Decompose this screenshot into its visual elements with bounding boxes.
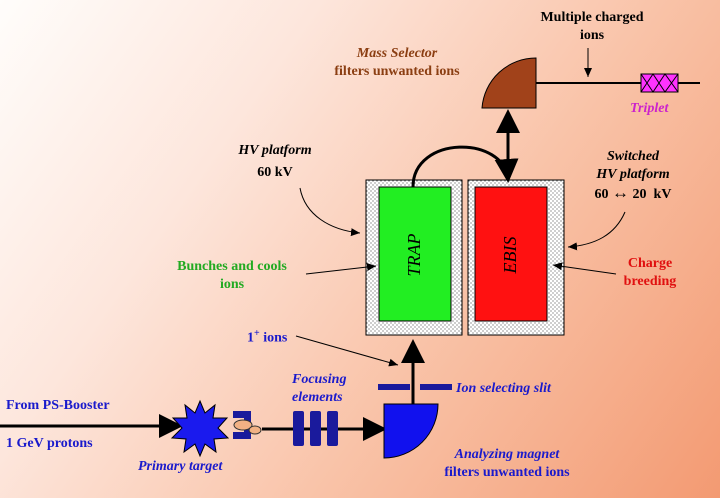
ion-source-icon [233,411,262,439]
hv-platform-label: HV platform 60 kV [220,142,330,182]
mass-selector-label: Mass Selector filters unwanted ions [307,45,487,81]
charge-line2: breeding [623,274,677,289]
trap-label: TRAP [404,233,424,277]
mass-selector-subtitle: filters unwanted ions [334,64,460,79]
mass-selector-title: Mass Selector [356,46,438,61]
triplet-label: Triplet [630,101,669,116]
hv-platform-pointer [299,187,361,237]
bunches-line1: Bunches and cools [177,259,287,274]
switched-line1: Switched [606,149,660,164]
one-plus-main: 1 [247,330,254,346]
switched-hv-platform-label: Switched HV platform 60 ↔ 20 kV [578,148,688,204]
bunches-pointer [305,263,377,275]
bunches-cools-label: Bunches and cools ions [162,258,302,294]
trap-box [378,186,452,322]
analyzing-magnet-label: Analyzing magnet filters unwanted ions [422,446,592,482]
switched-double-arrow: ↔ [612,183,630,202]
from-ps-booster-label: From PS-Booster [6,398,110,413]
charge-breeding-pointer [552,262,617,275]
one-plus-rest: ions [259,330,288,346]
switched-right-value: 20 kV [632,187,672,202]
switched-line2: HV platform [596,167,670,182]
focusing-elements-label: Focusing elements [292,371,346,407]
hv-platform-voltage: 60 kV [257,165,293,180]
switched-hv-pointer [567,211,626,251]
triplet-icon [640,73,679,93]
ion-selecting-slit-icon [378,384,452,390]
charge-breeding-label: Charge breeding [610,255,690,291]
multiple-charged-line2: ions [579,28,605,43]
analyzing-magnet-icon [383,403,439,459]
switched-voltage: 60 ↔ 20 kV [578,184,688,204]
one-plus-ions-pointer [295,335,399,367]
switched-left-value: 60 [594,187,609,202]
ion-selecting-slit-label: Ion selecting slit [456,381,551,396]
focusing-line1: Focusing [292,372,347,387]
multiple-charged-line1: Multiple charged [540,10,644,25]
charge-line1: Charge [627,256,673,271]
trap-to-ebis-arrow [411,145,519,188]
focusing-elements-icon [293,411,338,446]
ebis-box [474,186,548,322]
gev-protons-label: 1 GeV protons [6,436,93,451]
analyzing-line2: filters unwanted ions [444,465,570,480]
mass-selector-icon [481,57,537,109]
multiple-charged-ions-label: Multiple charged ions [522,9,662,45]
one-plus-sup: + [254,328,260,339]
primary-target-label: Primary target [138,459,223,474]
analyzing-line1: Analyzing magnet [454,447,560,462]
primary-target-star [170,399,230,458]
bunches-line2: ions [219,277,245,292]
ebis-label: EBIS [500,236,520,274]
hv-platform-title: HV platform [238,143,312,158]
one-plus-ions-label: 1+ ions [247,325,287,348]
focusing-line2: elements [292,390,343,405]
